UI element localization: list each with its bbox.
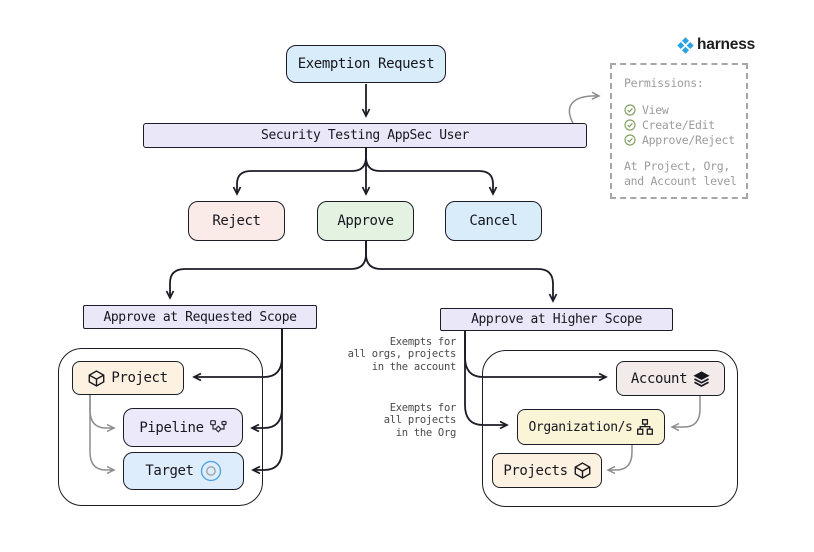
node-project: Project: [72, 361, 184, 395]
check-circle-icon: [624, 134, 636, 146]
annotation-account-exempt: Exempts for all orgs, projects in the ac…: [347, 336, 457, 373]
annotation-line: Exempts for: [389, 336, 457, 348]
check-circle-icon: [624, 104, 636, 116]
org-chart-icon: [637, 419, 654, 435]
node-label: Security Testing AppSec User: [261, 128, 469, 143]
arrow-appsec-to-permissions: [568, 91, 601, 126]
node-cancel: Cancel: [445, 201, 542, 241]
permission-item-approve-reject: Approve/Reject: [624, 133, 746, 147]
node-label: Exemption Request: [297, 56, 435, 72]
node-account: Account: [616, 361, 725, 396]
harness-logo-icon: [677, 36, 694, 54]
arrow-approve-to-higher-scope: [365, 241, 558, 303]
permission-item-view: View: [624, 103, 746, 117]
cube-icon: [574, 462, 591, 479]
node-label: Approve: [337, 213, 394, 229]
arrow-appsec-to-reject: [232, 148, 367, 196]
annotation-line: all orgs, projects: [347, 348, 457, 361]
cube-icon: [88, 369, 105, 387]
permission-item-create-edit: Create/Edit: [624, 118, 746, 132]
node-approve: Approve: [317, 201, 414, 241]
node-label: Project: [111, 370, 168, 386]
permissions-scope-note-line2: and Account level: [624, 174, 737, 188]
target-icon: [200, 460, 222, 482]
node-label: Account: [630, 370, 688, 387]
node-target: Target: [123, 452, 244, 490]
annotation-line: all projects: [383, 414, 457, 427]
pipeline-icon: [209, 420, 227, 435]
annotation-org-exempt: Exempts for all projects in the Org: [383, 402, 457, 439]
node-reject: Reject: [188, 201, 285, 241]
layers-icon: [693, 370, 710, 387]
annotation-line: Exempts for: [389, 402, 457, 414]
permissions-title: Permissions:: [624, 76, 704, 90]
node-approve-requested-scope: Approve at Requested Scope: [83, 305, 317, 329]
permission-label: View: [642, 103, 669, 117]
node-label: Projects: [503, 462, 568, 479]
node-approve-higher-scope: Approve at Higher Scope: [440, 308, 673, 331]
node-label: Approve at Higher Scope: [471, 312, 642, 327]
permissions-scope-note: At Project, Org, and Account level: [624, 159, 746, 189]
node-exemption-request: Exemption Request: [286, 45, 446, 83]
node-label: Cancel: [469, 213, 518, 229]
node-projects: Projects: [492, 453, 602, 488]
arrow-appsec-to-cancel: [365, 148, 498, 196]
harness-logo: harness: [677, 36, 755, 54]
annotation-line: in the account: [371, 360, 457, 373]
node-appsec-user: Security Testing AppSec User: [143, 123, 587, 148]
permissions-scope-note-line1: At Project, Org,: [624, 159, 730, 173]
node-organizations: Organization/s: [517, 409, 665, 445]
arrow-approve-to-requested-scope: [165, 241, 367, 300]
node-label: Target: [145, 463, 194, 479]
annotation-line: in the Org: [395, 426, 457, 439]
node-label: Pipeline: [139, 419, 204, 436]
check-circle-icon: [624, 119, 636, 131]
node-label: Organization/s: [528, 419, 633, 435]
permission-label: Approve/Reject: [642, 133, 735, 147]
permissions-legend: Permissions: View Create/Edit: [610, 63, 748, 199]
node-pipeline: Pipeline: [123, 408, 243, 447]
harness-logo-text: harness: [697, 36, 756, 53]
node-label: Approve at Requested Scope: [103, 309, 297, 325]
permission-label: Create/Edit: [642, 118, 715, 132]
node-label: Reject: [212, 213, 261, 229]
